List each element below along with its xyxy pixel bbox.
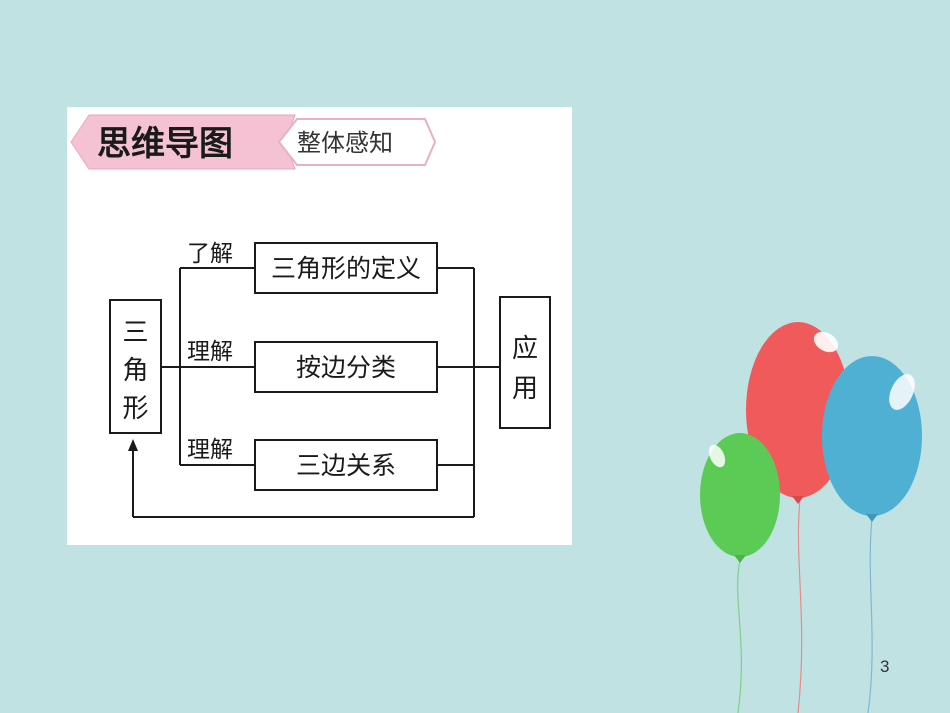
branch-definition: 了解 三角形的定义 — [187, 241, 438, 294]
feedback-arrowhead — [128, 439, 138, 451]
triangle-box: 三 角 形 — [109, 299, 162, 434]
branch-label-3: 理解 — [187, 437, 233, 463]
blue-balloon-icon — [822, 356, 922, 522]
branch-box-2: 按边分类 — [296, 353, 396, 382]
branch-classification: 理解 按边分类 — [187, 339, 438, 393]
blue-balloon-string — [867, 517, 873, 713]
red-balloon-string — [797, 499, 803, 713]
connector-lines — [132, 267, 500, 518]
header-banner: 思维导图 整体感知 — [70, 114, 437, 170]
branch-box-1: 三角形的定义 — [271, 254, 421, 283]
branch-label-1: 了解 — [187, 241, 233, 267]
triangle-box-char-3: 形 — [122, 394, 148, 424]
application-box-char-1: 应 — [512, 334, 538, 364]
green-balloon-icon — [700, 433, 780, 563]
application-box-char-2: 用 — [512, 374, 538, 404]
branch-box-3: 三边关系 — [296, 451, 396, 480]
application-box: 应 用 — [499, 296, 551, 429]
branch-side-relation: 理解 三边关系 — [187, 437, 438, 491]
header-title: 思维导图 — [97, 124, 233, 164]
green-balloon-string — [737, 559, 742, 713]
page-number: 3 — [880, 657, 890, 676]
triangle-box-char-2: 角 — [122, 356, 148, 386]
triangle-box-char-1: 三 — [122, 318, 148, 348]
header-subtitle: 整体感知 — [297, 129, 393, 157]
header-subtitle-banner — [277, 118, 437, 166]
branch-label-2: 理解 — [187, 339, 233, 365]
mind-map-svg: 思维导图 整体感知 三 角 — [70, 114, 551, 518]
mind-map-card: 思维导图 整体感知 三 角 — [67, 107, 572, 545]
